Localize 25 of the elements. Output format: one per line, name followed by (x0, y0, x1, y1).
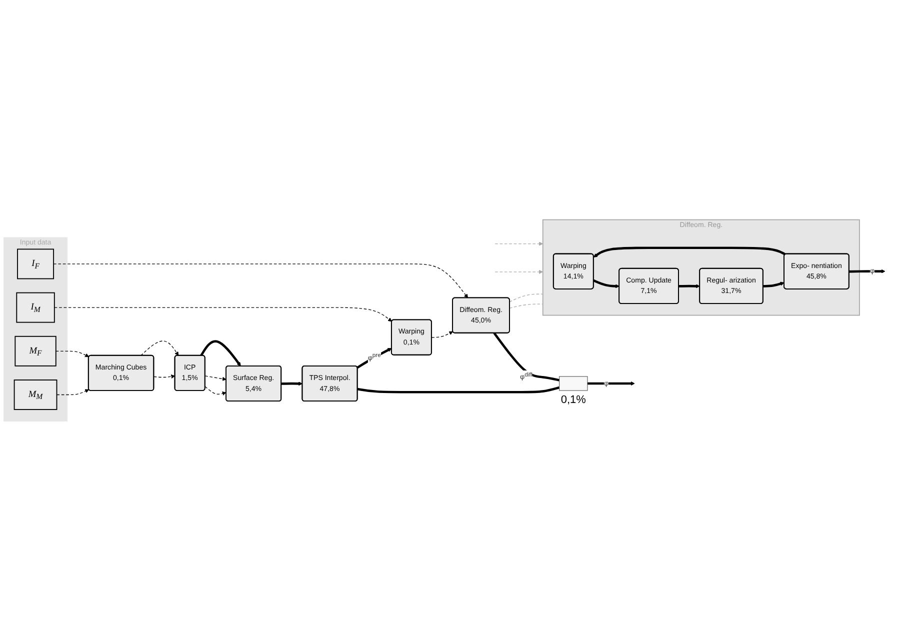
arrow (56, 350, 90, 358)
arrow (587, 381, 635, 386)
node-box (559, 376, 588, 391)
arrow (200, 340, 241, 366)
arrow (53, 264, 468, 298)
arrow (431, 331, 454, 338)
arrow (763, 282, 784, 288)
node-box: M$_{M}$ (14, 380, 58, 410)
node-box: I$_{M}$ (16, 292, 55, 323)
percentage-label: 0,1% (560, 394, 586, 406)
arrow (154, 374, 176, 379)
arrow (54, 307, 392, 322)
node-box: M$_{F}$ (14, 336, 56, 366)
arrow (849, 269, 886, 274)
arrow (494, 270, 544, 274)
arrow (593, 279, 620, 288)
arrow (204, 376, 226, 381)
arrow (204, 386, 226, 396)
node-box: I$_{F}$ (17, 248, 54, 280)
arrow (494, 242, 544, 246)
arrow (56, 389, 90, 396)
arrow (678, 284, 700, 288)
arrow (593, 246, 786, 258)
arrow (281, 382, 303, 386)
arrow (140, 340, 179, 356)
